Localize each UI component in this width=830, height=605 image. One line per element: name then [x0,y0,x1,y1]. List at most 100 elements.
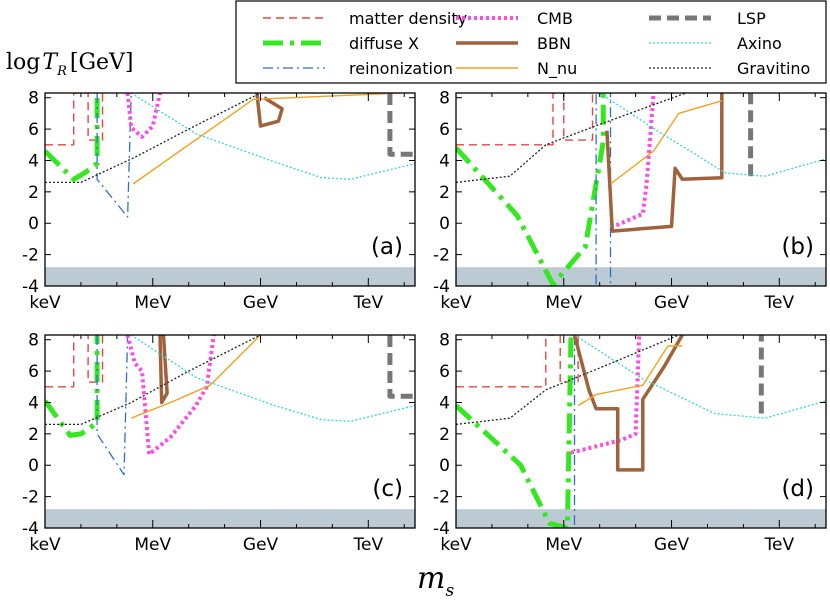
y-tick-label: 0 [28,214,39,234]
x-tick-label: TeV [764,535,795,555]
series-line [599,93,826,177]
x-tick-label: TeV [353,535,384,555]
y-tick-label: -4 [22,277,39,297]
y-tick-label: 2 [439,183,450,203]
series-line [456,335,579,388]
x-tick-label: MeV [134,293,171,313]
y-tick-label: 6 [439,120,450,140]
y-tick-label: 8 [28,89,39,109]
panel-label: (d) [781,476,814,502]
series-line [255,93,284,128]
panel-label: (a) [371,234,403,260]
legend-item: N_nu [456,59,577,79]
x-tick-label: GeV [243,293,279,313]
x-tick-label: keV [440,535,472,555]
series-line [605,93,724,233]
series-group [456,335,826,528]
legend-label: diffuse X [349,34,419,53]
y-tick-label: 2 [28,183,39,203]
y-tick-label: 8 [28,331,39,351]
series-line [456,93,687,184]
y-axis-label-unit: [GeV] [70,50,134,75]
series-line [456,335,574,528]
series-line [130,335,261,419]
y-tick-label: 8 [439,331,450,351]
x-tick-label: GeV [654,293,690,313]
y-tick-label: 6 [28,362,39,382]
legend-label: BBN [537,34,571,53]
legend-label: reinonization [349,59,453,78]
x-tick-label: keV [440,293,472,313]
legend-item: BBN [456,34,571,53]
legend-item: LSP [649,9,766,28]
panel-label: (c) [372,476,403,502]
x-tick-label: keV [29,535,61,555]
series-line [387,335,415,399]
series-line [96,93,132,218]
legend-item: diffuse X [263,34,419,53]
plot-frame [44,334,416,529]
legend-label: CMB [537,9,573,28]
x-tick-label: MeV [545,535,582,555]
series-line [456,93,594,146]
y-tick-label: 0 [439,456,450,476]
series-group [45,93,415,218]
series-line [45,335,104,388]
series-line [45,93,100,182]
excluded-band [45,267,415,286]
y-axis-label: logTR[GeV] [6,50,134,79]
legend: matter density diffuse X reinonization CMB B… [235,0,827,84]
y-tick-label: -2 [433,488,450,508]
series-line [125,335,216,457]
y-tick-label: 8 [439,89,450,109]
series-line [572,335,684,472]
legend-label: matter density [349,9,467,28]
excluded-band [45,509,415,528]
x-tick-label: MeV [134,535,171,555]
series-line [610,100,722,185]
plot-frame [44,92,416,287]
series-line [132,93,401,185]
legend-label: Gravitino [737,59,810,78]
y-tick-label: 4 [28,151,39,171]
legend-label: N_nu [537,59,577,79]
legend-item: Gravitino [649,59,810,78]
plot-frame [455,92,827,287]
y-tick-label: 4 [28,393,39,413]
series-line [130,93,415,180]
series-line [456,335,679,426]
excluded-band [456,267,826,286]
plot-frame [455,334,827,529]
legend-item: CMB [456,9,573,28]
series-line [96,335,129,476]
y-tick-label: 6 [439,362,450,382]
x-tick-label: keV [29,293,61,313]
y-tick-label: -2 [22,246,39,266]
y-tick-label: -2 [433,246,450,266]
series-line [125,93,162,139]
y-axis-label-var: T [42,50,59,75]
y-tick-label: 2 [28,425,39,445]
y-tick-label: -2 [22,488,39,508]
legend-label: Axino [737,34,782,53]
y-tick-label: -4 [433,519,450,539]
y-tick-label: 4 [439,151,450,171]
x-tick-label: GeV [243,535,279,555]
series-line [570,335,642,455]
series-line [130,335,415,422]
series-group [45,335,415,476]
x-tick-label: TeV [353,293,384,313]
series-line [456,93,606,286]
y-tick-label: 4 [439,393,450,413]
excluded-band [456,509,826,528]
panel-label: (b) [781,234,814,260]
y-axis-label-prefix: log [6,50,40,75]
legend-frame [235,0,827,84]
x-tick-label: GeV [654,535,690,555]
series-group [456,93,826,286]
